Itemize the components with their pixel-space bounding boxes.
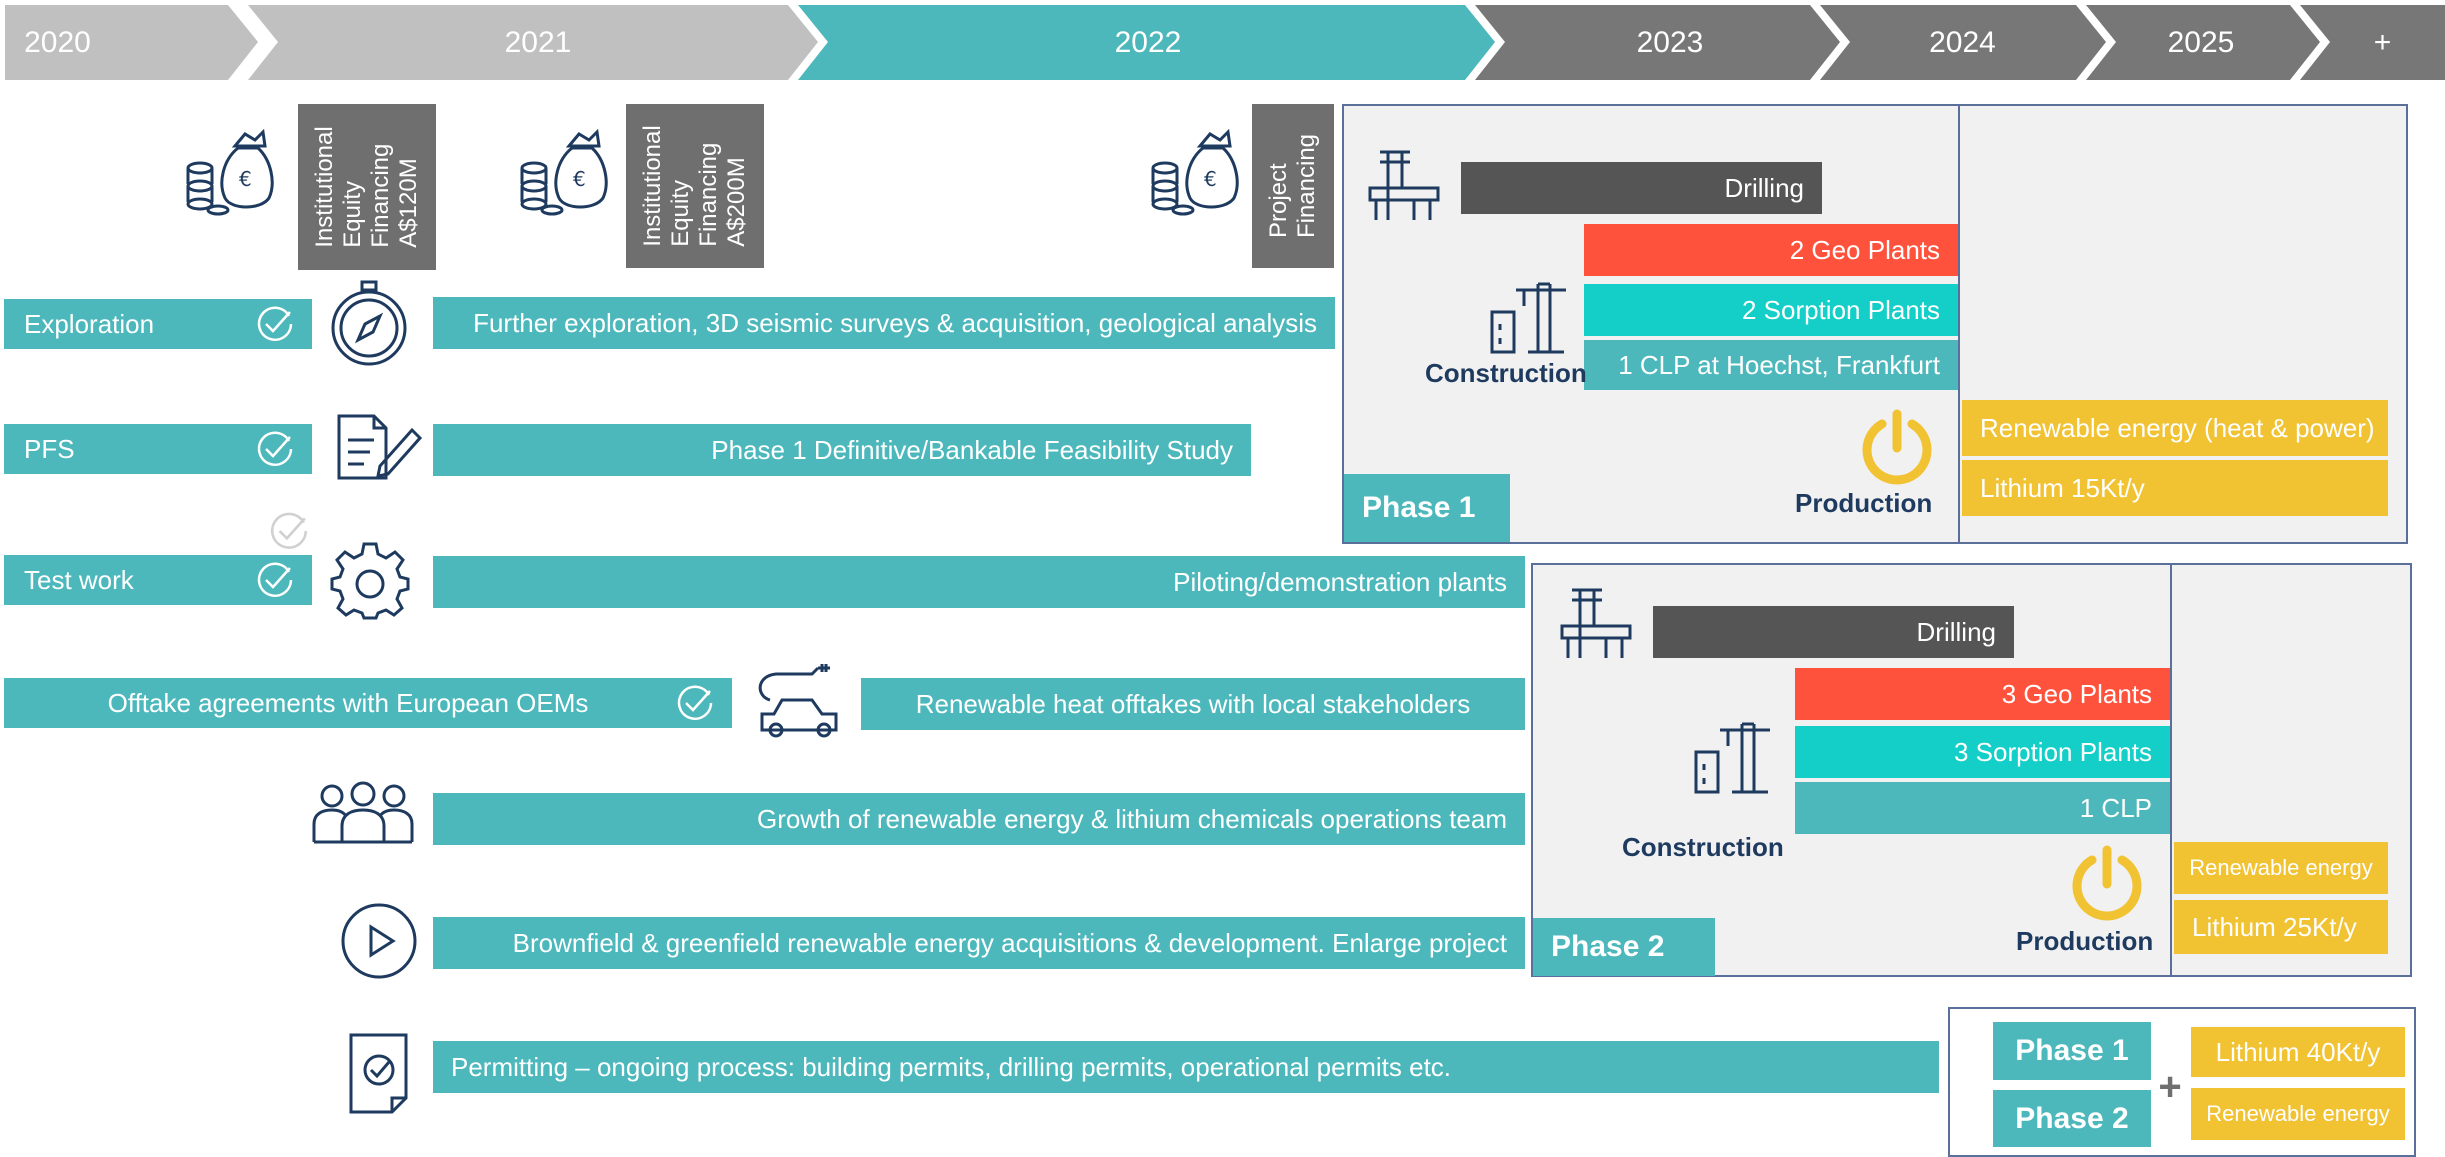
acquisitions-bar: Brownfield & greenfield renewable energy… — [433, 917, 1525, 969]
year-2020: 2020 — [24, 25, 91, 59]
timeline-chevrons — [5, 5, 2445, 80]
construction-crane-icon — [1694, 722, 1770, 794]
year-2025: 2025 — [2167, 25, 2235, 59]
phase2-drilling-bar: Drilling — [1653, 606, 2014, 658]
pfs-label-text: PFS — [24, 433, 75, 464]
chevron-2020 — [5, 5, 258, 80]
testwork-bar: Piloting/demonstration plants — [433, 556, 1525, 608]
chevron-2023 — [1475, 5, 1840, 80]
exploration-bar: Further exploration, 3D seismic surveys … — [433, 297, 1335, 349]
financing-box-120m: Institutional Equity Financing A$120M — [298, 104, 436, 270]
phase2-construction-label: Construction — [1622, 832, 1784, 862]
electric-car-icon — [758, 664, 838, 738]
permit-document-icon — [349, 1033, 408, 1114]
pfs-bar: Phase 1 Definitive/Bankable Feasibility … — [433, 424, 1251, 476]
checkmark-icon — [257, 562, 293, 597]
financing-project-text: Project Financing — [1265, 133, 1320, 239]
power-icon — [1862, 409, 1932, 485]
year-plus: + — [2373, 25, 2392, 59]
year-2023: 2023 — [1636, 25, 1704, 59]
financing-box-200m: Institutional Equity Financing A$200M — [626, 104, 764, 268]
offtake-bar: Renewable heat offtakes with local stake… — [861, 678, 1525, 730]
drilling-rig-icon — [1560, 588, 1632, 658]
svg-text:€: € — [239, 167, 252, 191]
compass-icon — [331, 280, 407, 366]
play-icon — [341, 903, 417, 979]
financing-200m-text: Institutional Equity Financing A$200M — [639, 125, 750, 247]
phase1-geo-bar: 2 Geo Plants — [1584, 224, 1958, 276]
phase1-production-label: Production — [1795, 488, 1933, 518]
team-bar: Growth of renewable energy & lithium che… — [433, 793, 1525, 845]
phase2-tag: Phase 2 — [1533, 918, 1715, 976]
exploration-label-text: Exploration — [24, 308, 155, 339]
phase2-production-label: Production — [2016, 926, 2154, 956]
chevron-2024 — [1820, 5, 2106, 80]
phase2-lithium-box: Lithium 25Kt/y — [2174, 900, 2388, 954]
year-2022: 2022 — [1114, 25, 1182, 59]
phase2-geo-bar: 3 Geo Plants — [1795, 668, 2170, 720]
checkmark-icon — [677, 685, 713, 720]
drilling-rig-icon — [1368, 150, 1440, 220]
chevron-plus — [2300, 5, 2445, 80]
permitting-bar: Permitting – ongoing process: building p… — [433, 1041, 1939, 1093]
offtake-label: Offtake agreements with European OEMs — [4, 678, 732, 728]
gear-icon — [330, 542, 410, 620]
team-icon — [312, 781, 414, 844]
combined-phase2-tag: Phase 2 — [1993, 1090, 2151, 1147]
offtake-label-text: Offtake agreements with European OEMs — [107, 687, 589, 718]
plus-sign: + — [2158, 1064, 2182, 1109]
combined-lithium-box: Lithium 40Kt/y — [2191, 1027, 2405, 1077]
money-bag-icon: € — [1151, 128, 1239, 216]
phase2-clp-bar: 1 CLP — [1795, 782, 2170, 834]
checkmark-icon — [257, 431, 293, 466]
year-2021: 2021 — [504, 25, 572, 59]
power-icon — [2072, 845, 2142, 921]
money-bag-icon: € — [520, 128, 608, 216]
phase1-construction-label: Construction — [1425, 358, 1587, 388]
phase1-drilling-bar: Drilling — [1461, 162, 1822, 214]
phase1-tag: Phase 1 — [1344, 474, 1510, 542]
testwork-label: Test work — [4, 555, 312, 605]
svg-text:€: € — [1204, 167, 1217, 191]
combined-phase1-tag: Phase 1 — [1993, 1022, 2151, 1080]
document-pen-icon — [337, 414, 423, 480]
combined-energy-box: Renewable energy — [2191, 1088, 2405, 1140]
financing-box-project: Project Financing — [1252, 104, 1334, 268]
money-bag-icon: € — [186, 128, 274, 216]
pfs-label: PFS — [4, 424, 312, 474]
chevron-2025 — [2086, 5, 2320, 80]
phase1-clp-bar: 1 CLP at Hoechst, Frankfurt — [1584, 340, 1958, 390]
checkmark-icon — [257, 306, 293, 341]
financing-120m-text: Institutional Equity Financing A$120M — [311, 126, 422, 248]
chevron-2021 — [248, 5, 818, 80]
phase2-energy-box: Renewable energy — [2174, 842, 2388, 894]
year-2024: 2024 — [1929, 25, 1996, 59]
svg-text:€: € — [573, 167, 586, 191]
phase1-sorption-bar: 2 Sorption Plants — [1584, 284, 1958, 336]
faint-checkmark-icon — [270, 512, 308, 549]
phase1-lithium-box: Lithium 15Kt/y — [1962, 460, 2388, 516]
phase1-divider — [1958, 104, 1960, 544]
construction-crane-icon — [1490, 282, 1566, 354]
chevron-2022 — [798, 5, 1495, 80]
phase2-sorption-bar: 3 Sorption Plants — [1795, 726, 2170, 778]
phase1-energy-box: Renewable energy (heat & power) — [1962, 400, 2388, 456]
exploration-label: Exploration — [4, 299, 312, 349]
phase2-divider — [2170, 563, 2172, 977]
testwork-label-text: Test work — [24, 564, 134, 595]
